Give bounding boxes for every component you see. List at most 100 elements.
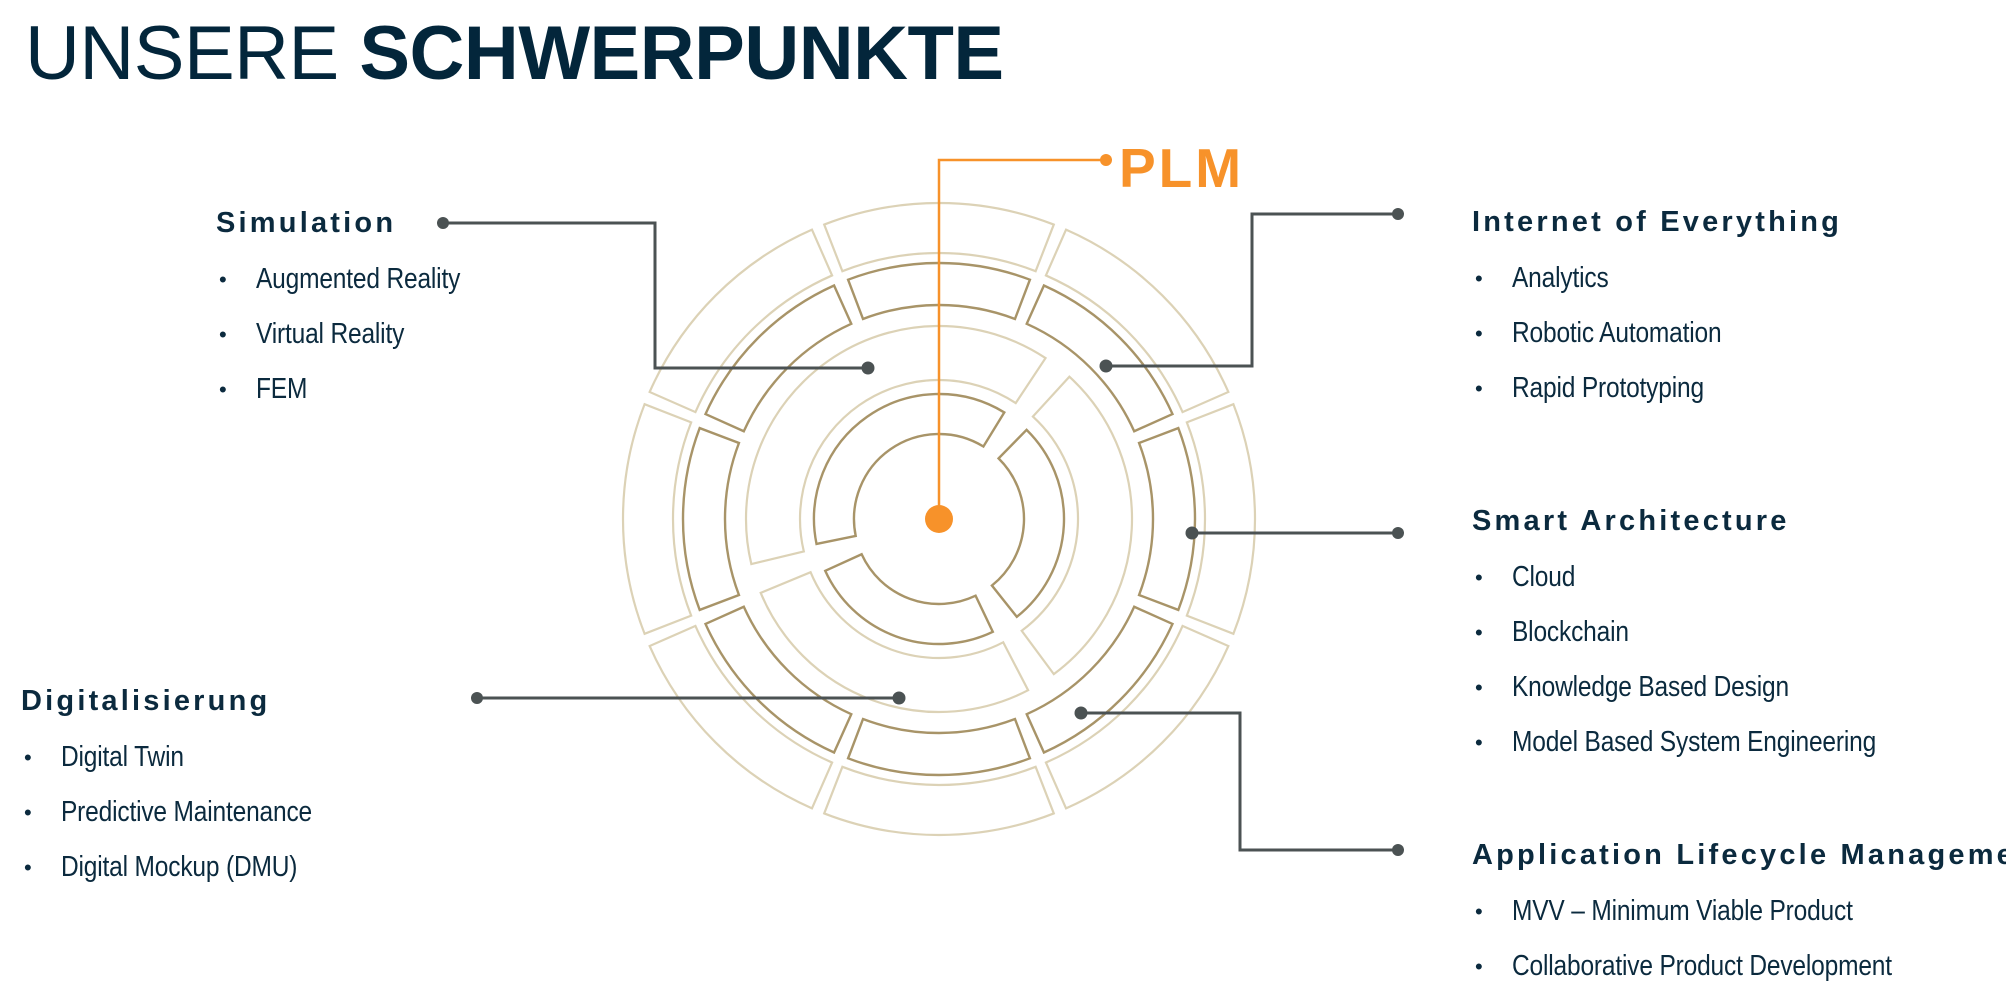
ring-outer-segment — [648, 624, 834, 810]
page-title-light: UNSERE — [25, 11, 339, 96]
list-item: • Robotic Automation — [1472, 306, 1842, 361]
group-simulation: Simulation • Augmented Reality • Virtual R… — [216, 206, 460, 417]
group-digitalisierung: Digitalisierung • Digital Twin • Predictiv… — [21, 684, 312, 895]
connector-dot-plm-label — [1100, 154, 1112, 166]
list-item: • Rapid Prototyping — [1472, 361, 1842, 416]
group-heading: Application Lifecycle Management — [1472, 839, 2006, 871]
list-item: • Cloud — [1472, 550, 1790, 605]
group-smart-architecture: Smart Architecture • Cloud • Blockchain • K… — [1472, 504, 1876, 770]
list-item: • Augmented Reality — [216, 252, 460, 307]
ring-inner-segment — [812, 392, 1006, 546]
list-item: • Model Based System Engineering — [1472, 715, 1876, 770]
list-item-text: Model Based System Engineering — [1512, 726, 1877, 758]
connector-dot-simulation-label — [437, 217, 449, 229]
ring-second-segment — [846, 261, 1032, 321]
ring-second-segment — [681, 426, 741, 612]
bullet-icon: • — [24, 855, 32, 880]
group-internet-of-everything: Internet of Everything • Analytics • Robot… — [1472, 205, 1842, 416]
connector-dot-simulation-ring — [861, 361, 875, 375]
list-item: • Blockchain — [1472, 605, 1790, 660]
bullet-icon: • — [24, 800, 32, 825]
list-item-text: Knowledge Based Design — [1512, 671, 1789, 703]
page-title-bold: SCHWERPUNKTE — [359, 11, 1004, 96]
ring-second-segment — [703, 605, 853, 755]
bullet-icon: • — [1475, 620, 1483, 645]
page-title: UNSERE SCHWERPUNKTE — [25, 12, 1004, 96]
list-item: • Knowledge Based Design — [1472, 660, 1790, 715]
ring-second-segment — [1025, 605, 1175, 755]
list-item-text: FEM — [256, 373, 308, 405]
connector-plm — [937, 158, 1106, 519]
bullet-icon: • — [219, 267, 227, 292]
list-item-text: Cloud — [1512, 561, 1576, 593]
list-item-text: Predictive Maintenance — [61, 796, 312, 828]
group-heading: Simulation — [216, 207, 397, 239]
connector-lines — [437, 154, 1404, 856]
ring-third-segment — [759, 570, 1030, 714]
list-item-text: Robotic Automation — [1512, 317, 1722, 349]
bullet-icon: • — [219, 322, 227, 347]
group-heading: Internet of Everything — [1472, 206, 1843, 238]
list-item: • Analytics — [1472, 251, 1842, 306]
list-item-text: Rapid Prototyping — [1512, 372, 1704, 404]
connector-dot-sa-ring — [1185, 526, 1199, 540]
ring-second-segment — [1025, 283, 1175, 433]
connector-internet-of-everything — [1106, 212, 1398, 368]
connector-dot-ioe-ring — [1099, 359, 1113, 373]
ring-second-segment — [1137, 426, 1197, 612]
list-item-text: MVV – Minimum Viable Product — [1512, 895, 1853, 927]
list-item-text: Analytics — [1512, 262, 1609, 294]
ring-third-segment — [744, 324, 1048, 566]
ring-outer-segment — [1044, 624, 1230, 810]
ring-outer-segment — [822, 201, 1056, 273]
list-item-text: Blockchain — [1512, 616, 1629, 648]
list-item: • Collaborative Product Development — [1472, 939, 2006, 994]
list-item: • Predictive Maintenance — [21, 785, 312, 840]
bullet-icon: • — [1475, 321, 1483, 346]
ring-second-segment — [846, 717, 1032, 777]
list-item-text: Augmented Reality — [256, 263, 461, 295]
connector-alm — [1081, 711, 1398, 852]
ring-second-segment — [703, 283, 853, 433]
group-heading: Smart Architecture — [1472, 505, 1790, 537]
center-dot — [925, 505, 953, 533]
list-item-text: Digital Mockup (DMU) — [61, 851, 298, 883]
item-list: • Cloud • Blockchain • Knowledge Based Desi… — [1472, 550, 1876, 770]
list-item: • MVV – Minimum Viable Product — [1472, 884, 2006, 939]
connector-dot-alm-label — [1392, 844, 1404, 856]
bullet-icon: • — [24, 745, 32, 770]
list-item: • Digital Mockup (DMU) — [21, 840, 297, 895]
ring-outer-segment — [648, 228, 834, 414]
bullet-icon: • — [1475, 899, 1483, 924]
ring-outer-segment — [621, 402, 693, 636]
plm-center-label: PLM — [1119, 137, 1245, 199]
connector-simulation — [443, 221, 868, 370]
item-list: • Digital Twin • Predictive Maintenance • D… — [21, 730, 312, 895]
connector-dot-dig-ring — [892, 691, 906, 705]
ring-third-segment — [1020, 375, 1134, 676]
list-item-text: Collaborative Product Development — [1512, 950, 1892, 982]
ring-inner-segment — [990, 428, 1066, 619]
bullet-icon: • — [1475, 954, 1483, 979]
list-item-text: Digital Twin — [61, 741, 184, 773]
connector-dot-dig-label — [471, 692, 483, 704]
group-application-lifecycle-management: Application Lifecycle Management • MVV – … — [1472, 838, 2006, 994]
group-heading: Digitalisierung — [21, 685, 271, 717]
item-list: • MVV – Minimum Viable Product • Collabora… — [1472, 884, 2006, 994]
bullet-icon: • — [1475, 675, 1483, 700]
bullet-icon: • — [1475, 266, 1483, 291]
bullet-icon: • — [219, 377, 227, 402]
bullet-icon: • — [1475, 730, 1483, 755]
ring-outer-segment — [822, 765, 1056, 837]
list-item-text: Virtual Reality — [256, 318, 405, 350]
item-list: • Augmented Reality • Virtual Reality • FEM — [216, 252, 460, 417]
ring-inner-segment — [823, 552, 995, 646]
bullet-icon: • — [1475, 376, 1483, 401]
concentric-ring-graphic — [621, 201, 1257, 837]
connector-dot-sa-label — [1392, 527, 1404, 539]
bullet-icon: • — [1475, 565, 1483, 590]
list-item: • Virtual Reality — [216, 307, 404, 362]
item-list: • Analytics • Robotic Automation • Rapid Pr… — [1472, 251, 1842, 416]
connector-dot-ioe-label — [1392, 208, 1404, 220]
